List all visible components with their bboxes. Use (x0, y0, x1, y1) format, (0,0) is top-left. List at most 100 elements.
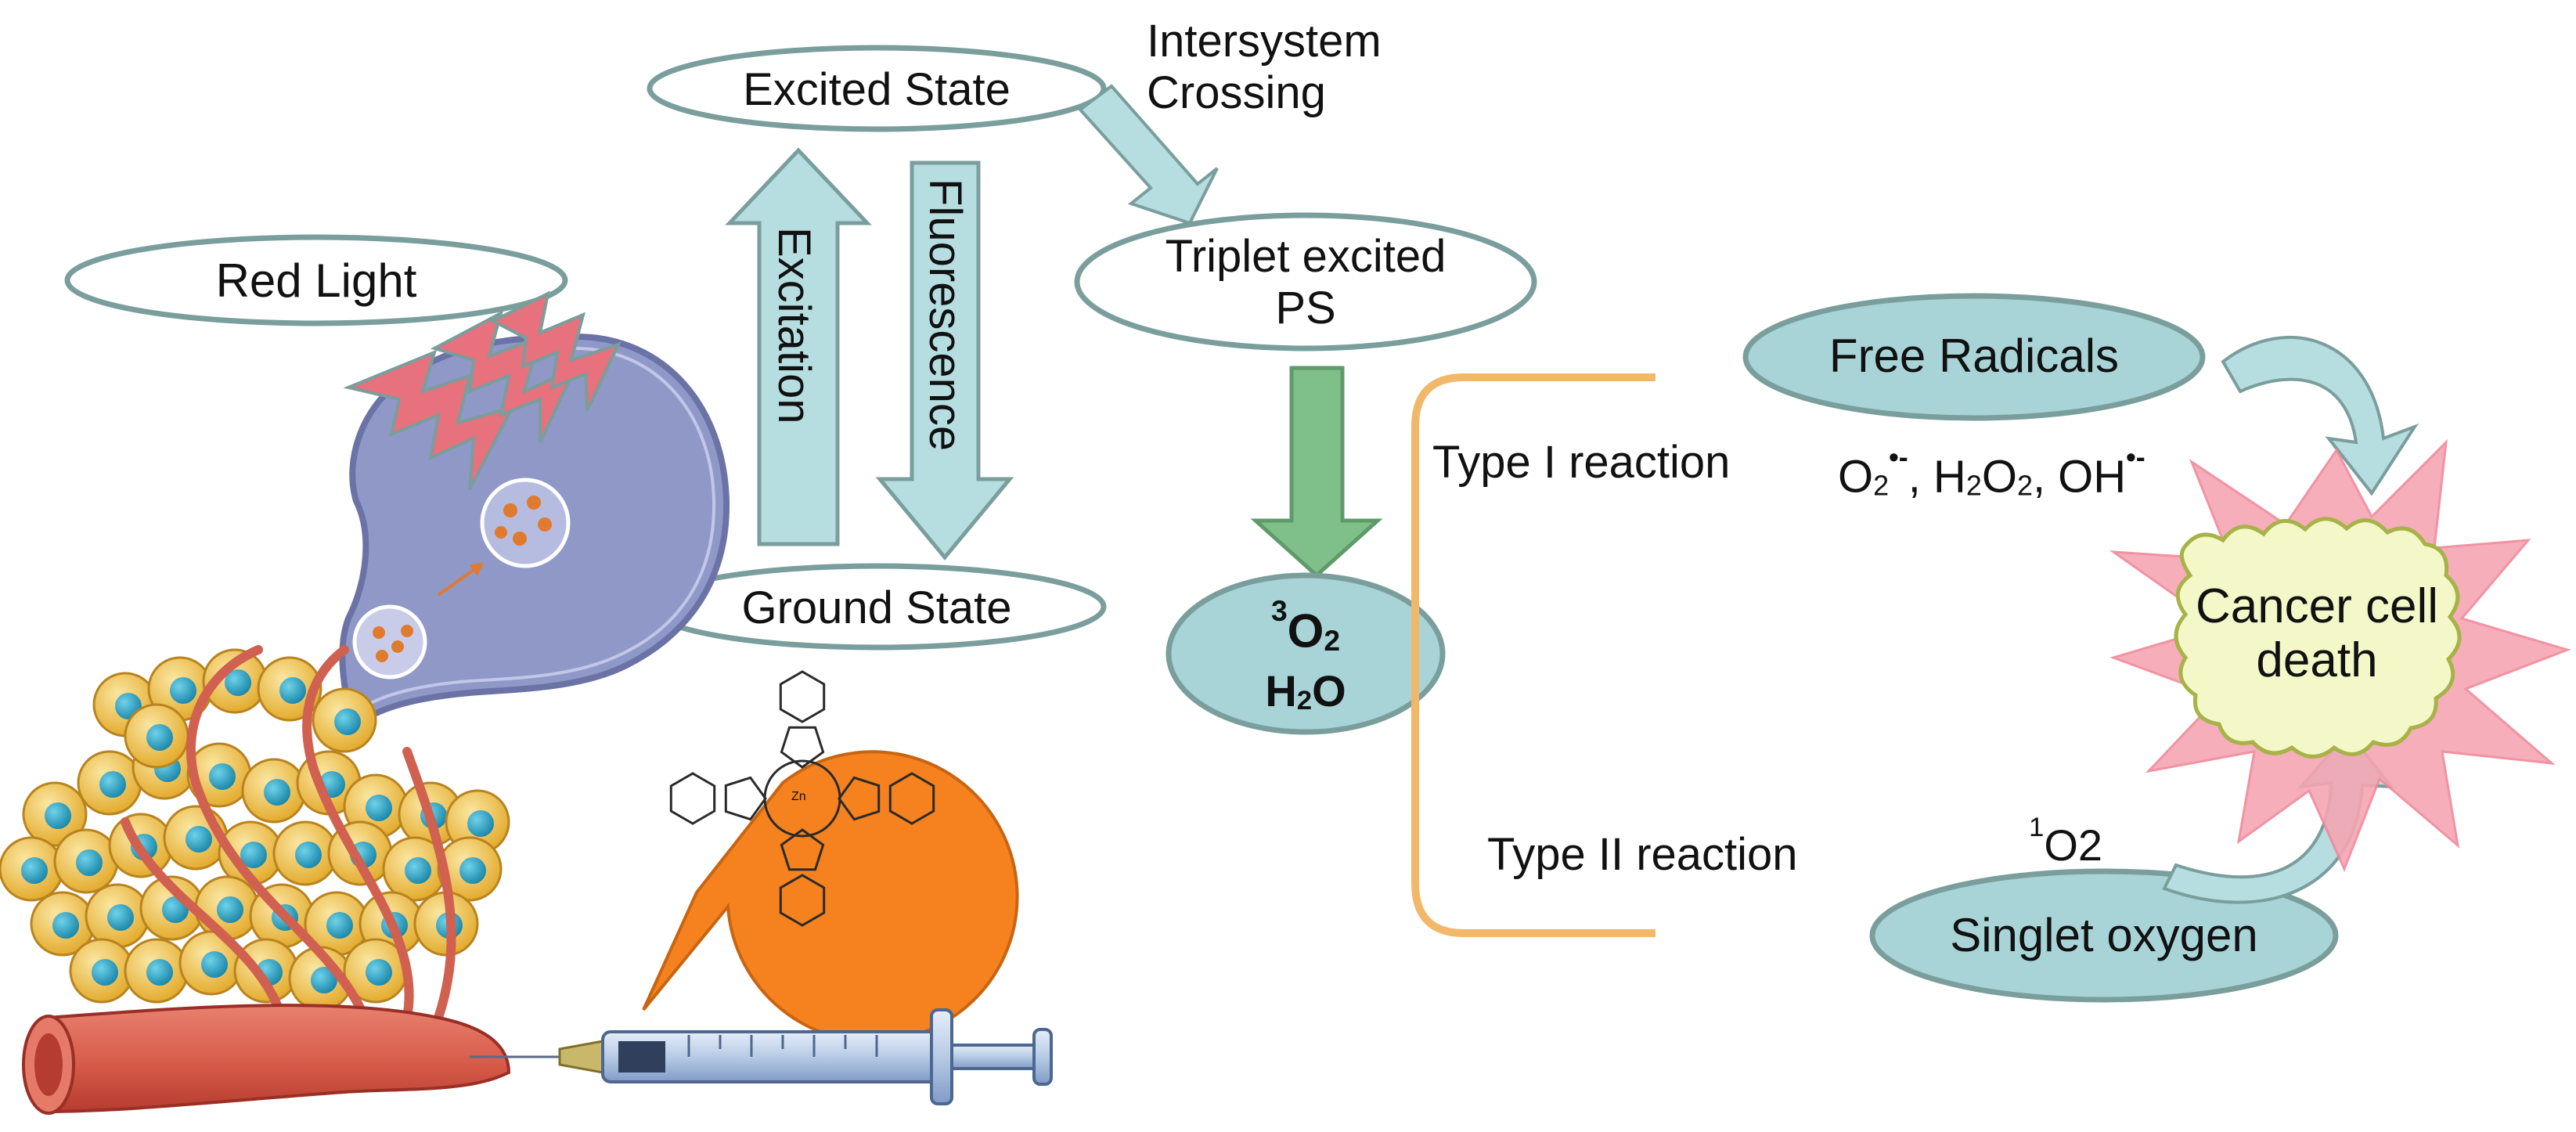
red-light-ellipse (64, 234, 568, 326)
tumor-cell-nucleus (21, 857, 48, 884)
tumor-cell-nucleus (99, 771, 126, 798)
pyrrole-ring (780, 726, 825, 769)
tumor-mass (0, 645, 510, 1030)
triplet-excited-label: Triplet excited PS (1077, 231, 1534, 333)
cancer-cell-death-label: Cancer cell death (2184, 579, 2450, 688)
tumor-cell-nucleus (201, 951, 228, 978)
tumor-cell-nucleus (240, 842, 267, 868)
pyrrole-ring (780, 828, 825, 871)
tumor-cell-nucleus (92, 959, 118, 986)
tumor-cell-nucleus (217, 896, 243, 923)
tumor-cell-nucleus (225, 669, 251, 696)
radical-h2o2-a: , H (1908, 451, 1966, 503)
radicals-to-death-arrow (2221, 336, 2419, 496)
tumor-cell-nucleus (264, 779, 290, 806)
capillary (302, 645, 414, 1022)
benzene-ring (779, 670, 826, 723)
singlet-sup: 1 (2029, 813, 2045, 842)
tumor-cell-nucleus (459, 857, 486, 884)
capillary (402, 747, 456, 1022)
benzene-ring (888, 772, 935, 825)
radical-oh-charge: •- (2126, 441, 2145, 473)
intersystem-line-2: Crossing (1147, 67, 1326, 118)
free-radicals-ellipse (1742, 293, 2206, 421)
cancer-line-2: death (2256, 633, 2378, 688)
zinc-label: Zn (791, 790, 806, 803)
blood-vessel (45, 1004, 511, 1114)
macrocycle-ring (763, 759, 841, 838)
oxygen-base: O (1287, 604, 1324, 658)
radical-h2o2-sub2: 2 (2016, 469, 2033, 502)
type-2-reaction-label: Type II reaction (1487, 829, 1798, 880)
singlet-sub: 2 (2077, 820, 2103, 871)
water-o: O (1312, 666, 1346, 716)
tumor-cell-nucleus (366, 959, 392, 986)
triplet-line-2: PS (1275, 282, 1336, 333)
tumor-cell-nucleus (295, 842, 322, 868)
singlet-oxygen-ellipse (1869, 868, 2339, 1003)
singlet-oxygen-formula: 1O2 (2029, 814, 2102, 867)
singlet-base: O (2044, 820, 2078, 871)
cell-membrane (360, 347, 716, 710)
water-label: H2O (1169, 669, 1443, 715)
pyrrole-ring (724, 776, 767, 821)
triplet-excited-ellipse (1074, 212, 1537, 351)
lightning-bolts (343, 290, 621, 490)
tumor-cell-nucleus (334, 708, 361, 735)
radical-oh: , OH (2032, 451, 2127, 503)
radical-h2o2-b: O (1981, 451, 2017, 503)
excitation-label: Excitation (769, 227, 820, 424)
radical-h2o2-sub1: 2 (1965, 469, 1982, 502)
tumor-cell-nucleus (311, 967, 337, 993)
radical-o: O (1838, 451, 1874, 503)
oxygen-sub: 2 (1324, 623, 1341, 657)
tumor-cell-nucleus (45, 802, 71, 829)
tumor-cell-nucleus (146, 724, 173, 751)
tumor-cell-nucleus (186, 826, 212, 853)
capillary (121, 817, 286, 1022)
tumor-cell-nucleus (146, 959, 173, 986)
fluorescence-label: Fluorescence (920, 178, 971, 452)
water-h: H (1265, 666, 1297, 716)
reaction-bracket (1411, 373, 1655, 937)
tumor-cell-nucleus (76, 849, 103, 876)
green-down-arrow (1250, 366, 1383, 579)
uptake-arrow (437, 567, 477, 597)
tumor-cell-nucleus (467, 810, 494, 837)
cancer-death-cloud (2174, 517, 2462, 759)
tumor-cell-nucleus (279, 677, 306, 704)
tumor-cell-nucleus (170, 677, 196, 704)
intersystem-crossing-label: Intersystem Crossing (1147, 16, 1382, 118)
singlet-oxygen-label: Singlet oxygen (1950, 909, 2258, 961)
benzene-ring (669, 772, 716, 825)
zinc-phthalocyanine-molecule (669, 670, 935, 927)
type-1-reaction-label: Type I reaction (1432, 437, 1731, 488)
excitation-arrow (725, 147, 872, 546)
photosensitizer-bubble (642, 750, 1019, 1044)
oxygen-sup: 3 (1270, 594, 1288, 627)
radical-charge: •- (1889, 441, 1908, 473)
red-light-label: Red Light (215, 254, 417, 307)
cell-vesicle-large (480, 478, 571, 568)
tumor-cell-nucleus (52, 912, 79, 939)
benzene-ring (779, 874, 826, 927)
cancer-line-1: Cancer cell (2195, 579, 2439, 633)
oxygen-water-ellipse (1166, 572, 1446, 735)
ground-state-label: Ground State (741, 582, 1012, 633)
water-sub: 2 (1296, 686, 1313, 716)
intersystem-crossing-arrow (1078, 84, 1219, 225)
photosensitizer-particles (373, 496, 552, 662)
fluorescence-arrow (875, 160, 1014, 561)
tumor-cell-nucleus (209, 763, 236, 790)
triplet-line-1: Triplet excited (1165, 231, 1447, 282)
free-radicals-label: Free Radicals (1828, 330, 2120, 382)
excited-state-ellipse (647, 45, 1107, 132)
cell-vesicle-small (352, 604, 427, 680)
tumor-cell-nucleus (405, 857, 431, 884)
excited-state-label: Excited State (743, 64, 1011, 115)
pyrrole-ring (838, 776, 881, 821)
capillary (186, 645, 373, 1030)
tumor-cell-nucleus (366, 795, 392, 821)
